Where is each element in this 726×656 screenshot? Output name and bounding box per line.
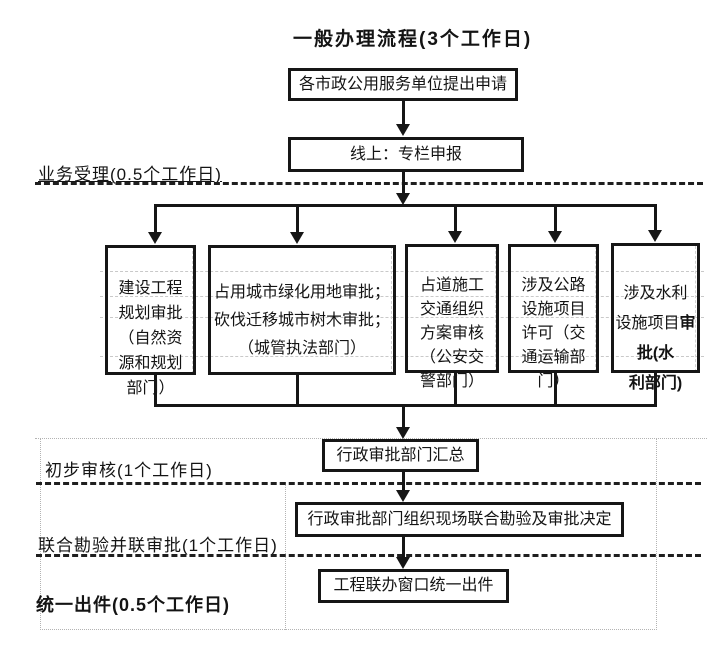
connector-line xyxy=(454,373,457,407)
stage-label-acceptance: 业务受理(0.5个工作日) xyxy=(38,165,222,184)
arrow-down-icon xyxy=(290,232,304,244)
connector-line xyxy=(402,407,405,428)
grid-line xyxy=(100,317,704,318)
connector-line xyxy=(554,373,557,407)
grid-line xyxy=(495,246,496,372)
connector-line xyxy=(554,207,557,233)
grid-line xyxy=(40,629,657,630)
box-summary-label: 行政审批部门汇总 xyxy=(336,446,465,464)
box-apply: 各市政公用服务单位提出申请 xyxy=(288,68,518,101)
grid-line xyxy=(100,271,704,272)
grid-line xyxy=(656,438,657,630)
connector-line xyxy=(402,537,405,558)
grid-line xyxy=(595,246,596,372)
connector-line xyxy=(654,373,657,407)
box-inspection: 行政审批部门组织现场联合勘验及审批决定 xyxy=(295,502,624,537)
box-planning-approval: 建设工程 规划审批 （自然资 源和规划 部门） xyxy=(105,245,196,397)
connector-line xyxy=(402,100,405,125)
box-greening-approval: 占用城市绿化用地审批； 砍伐迁移城市树木审批； （城管执法部门） xyxy=(208,245,396,375)
box-output-label: 工程联办窗口统一出件 xyxy=(333,577,494,595)
box-water-approval-label: 涉及水利 设施项目 xyxy=(615,285,688,332)
connector-line xyxy=(154,404,657,407)
box-planning-approval-label: 建设工程 规划审批 （自然资 源和规划 部门） xyxy=(118,280,183,397)
box-online-label: 线上：专栏申报 xyxy=(349,145,462,163)
grid-line xyxy=(40,438,41,630)
connector-line xyxy=(454,207,457,233)
box-output: 工程联办窗口统一出件 xyxy=(318,569,509,603)
connector-line xyxy=(296,375,299,407)
stage-label-unified-output: 统一出件(0.5个工作日) xyxy=(36,595,231,615)
connector-line xyxy=(654,207,657,233)
connector-line xyxy=(154,204,657,207)
stage-separator xyxy=(36,482,701,485)
connector-line xyxy=(402,171,405,194)
stage-label-preliminary: 初步审核(1个工作日) xyxy=(45,461,213,480)
box-greening-approval-label: 占用城市绿化用地审批； 砍伐迁移城市树木审批； （城管执法部门） xyxy=(213,284,390,357)
grid-line xyxy=(100,356,704,357)
arrow-down-icon xyxy=(648,230,662,242)
box-traffic-plan-review: 占道施工 交通组织 方案审核 （公安交 警部门） xyxy=(405,244,499,390)
stage-separator xyxy=(36,554,701,557)
box-highway-permit-label: 涉及公路 设施项目 许可（交 通运输部 门） xyxy=(521,277,586,390)
arrow-down-icon xyxy=(396,427,410,439)
grid-line xyxy=(695,246,696,372)
box-water-approval: 涉及水利 设施项目审批(水 利部门) xyxy=(611,243,700,392)
grid-line xyxy=(391,246,392,374)
arrow-down-icon xyxy=(396,557,410,569)
arrow-down-icon xyxy=(396,124,410,136)
box-online: 线上：专栏申报 xyxy=(288,137,524,172)
arrow-down-icon xyxy=(548,231,562,243)
arrow-down-icon xyxy=(396,490,410,502)
box-traffic-plan-review-label: 占道施工 交通组织 方案审核 （公安交 警部门） xyxy=(419,277,484,390)
box-apply-label: 各市政公用服务单位提出申请 xyxy=(298,75,507,93)
page-title: 一般办理流程(3个工作日) xyxy=(293,29,533,50)
arrow-down-icon xyxy=(396,193,410,205)
stage-label-joint-review: 联合勘验并联审批(1个工作日) xyxy=(38,536,278,555)
grid-line xyxy=(100,296,704,297)
connector-line xyxy=(296,207,299,233)
stage-separator xyxy=(35,182,703,185)
box-inspection-label: 行政审批部门组织现场联合勘验及审批决定 xyxy=(307,510,612,528)
arrow-down-icon xyxy=(148,232,162,244)
connector-line xyxy=(154,375,157,407)
arrow-down-icon xyxy=(448,231,462,243)
grid-line xyxy=(192,246,193,374)
connector-line xyxy=(402,472,405,491)
box-summary: 行政审批部门汇总 xyxy=(322,439,479,472)
connector-line xyxy=(154,207,157,233)
box-highway-permit: 涉及公路 设施项目 许可（交 通运输部 门） xyxy=(508,244,599,390)
grid-line xyxy=(35,438,707,439)
